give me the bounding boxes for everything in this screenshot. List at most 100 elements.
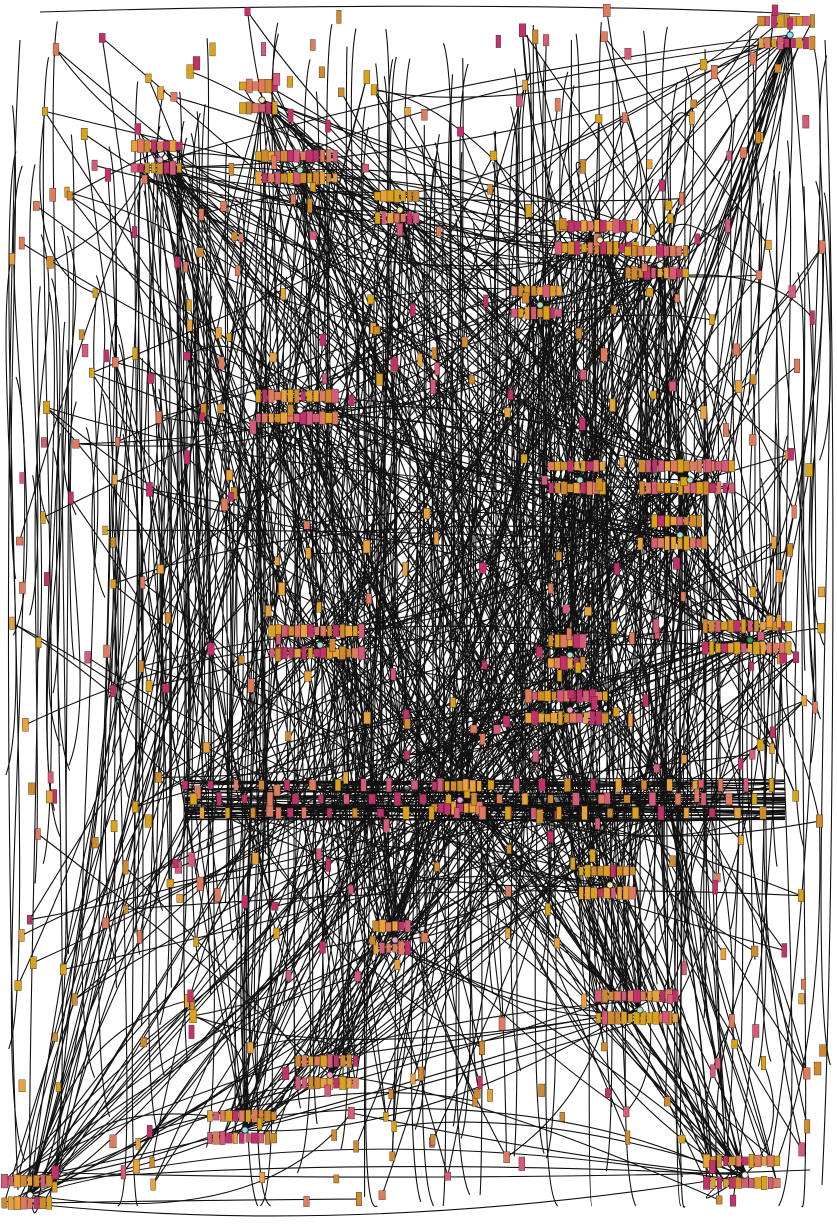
graph-node: [516, 95, 522, 106]
graph-node: [638, 538, 643, 550]
graph-node: [658, 269, 663, 278]
graph-node: [488, 184, 493, 194]
graph-node: [404, 107, 410, 115]
graph-node: [150, 1157, 155, 1167]
graph-node: [611, 865, 616, 878]
graph-node: [658, 806, 664, 820]
graph-node: [394, 792, 401, 805]
graph-node: [617, 866, 623, 876]
graph-node: [214, 1112, 220, 1120]
graph-node: [432, 782, 437, 791]
graph-node: [44, 572, 49, 585]
graph-node: [309, 780, 316, 791]
graph-node: [438, 803, 444, 812]
graph-node: [611, 622, 617, 634]
graph-node: [288, 109, 293, 122]
graph-node: [373, 921, 379, 931]
graph-node: [310, 231, 317, 239]
graph-node: [292, 794, 299, 804]
graph-node: [9, 253, 14, 264]
graph-node: [756, 132, 761, 144]
graph-node: [226, 1133, 233, 1143]
graph-node: [251, 808, 256, 818]
graph-node: [28, 1197, 33, 1208]
graph-node: [259, 79, 266, 92]
graph-node: [511, 287, 517, 296]
graph-node: [142, 175, 148, 184]
graph-node: [537, 287, 543, 295]
graph-node: [550, 286, 556, 296]
graph-node: [474, 1089, 480, 1098]
graph-node: [519, 1157, 525, 1171]
graph-node: [638, 246, 644, 256]
graph-node: [339, 646, 345, 659]
graph-node: [668, 995, 673, 1004]
graph-hub: [317, 642, 323, 648]
graph-node: [773, 643, 779, 653]
graph-node: [278, 582, 285, 595]
graph-node: [647, 991, 652, 1001]
graph-node: [782, 944, 787, 958]
graph-node: [632, 219, 638, 233]
graph-node: [633, 990, 640, 1003]
graph-node: [335, 779, 341, 790]
graph-node: [85, 652, 91, 664]
graph-node: [642, 263, 648, 271]
graph-node: [330, 639, 336, 652]
graph-node: [274, 928, 280, 939]
graph-node: [190, 1009, 197, 1023]
graph-node: [700, 59, 707, 70]
graph-node: [580, 370, 586, 380]
graph-hub: [327, 1072, 333, 1078]
graph-node: [296, 1076, 301, 1089]
graph-node: [265, 79, 272, 92]
graph-node: [462, 337, 468, 347]
graph-node: [567, 484, 573, 492]
graph-node: [182, 781, 188, 789]
graph-node: [239, 82, 246, 90]
graph-node: [591, 866, 596, 875]
graph-node: [131, 164, 138, 172]
graph-node: [99, 33, 105, 42]
graph-node: [522, 293, 529, 303]
graph-node: [203, 742, 210, 752]
graph-node: [601, 32, 608, 42]
graph-node: [579, 887, 584, 900]
graph-node: [276, 807, 281, 818]
graph-node: [518, 309, 523, 318]
graph-node: [155, 772, 161, 782]
graph-node: [287, 808, 293, 817]
graph-node: [281, 174, 288, 183]
graph-node: [332, 389, 339, 403]
graph-node: [525, 713, 532, 723]
graph-node: [560, 656, 567, 670]
graph-node: [124, 905, 129, 913]
graph-node: [390, 1152, 395, 1161]
graph-node: [684, 536, 690, 550]
graph-node: [132, 227, 137, 238]
graph-node: [798, 890, 804, 902]
graph-node: [413, 190, 419, 202]
graph-node: [138, 139, 145, 153]
graph-node: [625, 48, 631, 59]
graph-node: [744, 778, 749, 792]
graph-hub: [577, 477, 583, 483]
graph-node: [568, 690, 575, 699]
graph-node: [177, 894, 183, 902]
graph-node: [19, 582, 25, 593]
graph-node: [216, 328, 222, 339]
graph-node: [334, 1078, 339, 1088]
graph-node: [374, 192, 381, 200]
graph-node: [818, 587, 824, 597]
graph-node: [604, 793, 610, 804]
graph-node: [275, 172, 280, 184]
graph-node: [523, 80, 528, 90]
graph-node: [544, 691, 551, 701]
graph-node: [326, 174, 331, 183]
graph-node: [274, 392, 281, 400]
graph-node: [488, 1089, 493, 1101]
graph-node: [89, 368, 94, 377]
graph-node: [434, 532, 439, 545]
graph-node: [695, 234, 700, 245]
graph-node: [585, 887, 591, 900]
